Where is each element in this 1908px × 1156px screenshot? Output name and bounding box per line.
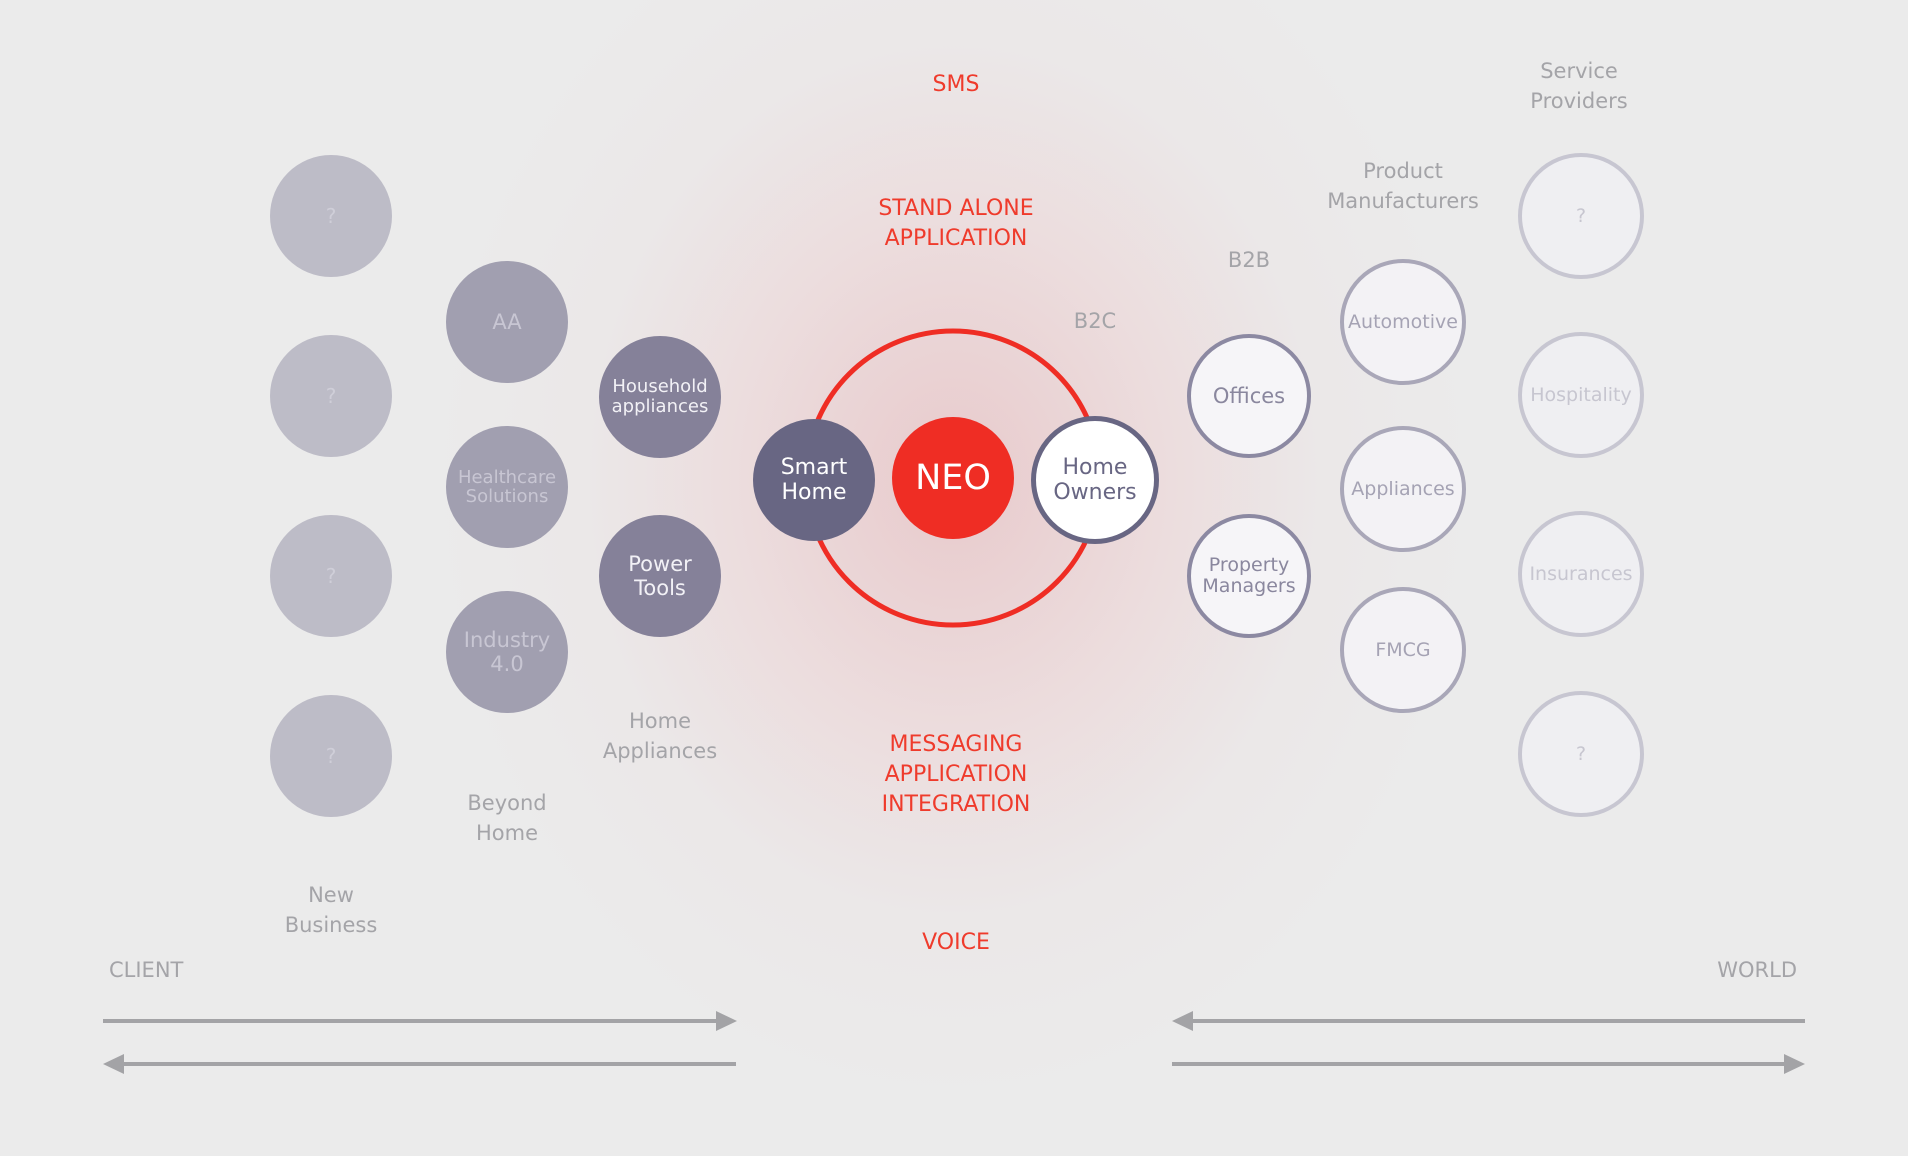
node-insurances: Insurances (1518, 511, 1644, 637)
flow-label-world: WORLD (1717, 958, 1797, 982)
column-label-home-appliances: Home Appliances (602, 709, 718, 763)
segment-label-b2c: B2C (1073, 309, 1117, 333)
world-arrow-right-head (1784, 1054, 1805, 1074)
node-healthcare-solutions: Healthcare Solutions (446, 426, 568, 548)
node-fmcg: FMCG (1340, 587, 1466, 713)
column-label-service-providers: Service Providers (1530, 59, 1628, 113)
node-unknown-service-provider-2: ? (1518, 691, 1644, 817)
node-industry-4-0: Industry 4.0 (446, 591, 568, 713)
node-offices: Offices (1187, 334, 1311, 458)
neo-core-node: NEO (892, 417, 1014, 539)
flow-label-client: CLIENT (109, 958, 184, 982)
column-label-beyond-home: Beyond Home (467, 791, 547, 845)
node-aa: AA (446, 261, 568, 383)
node-automotive: Automotive (1340, 259, 1466, 385)
node-appliances: Appliances (1340, 426, 1466, 552)
node-household-appliances: Household appliances (599, 336, 721, 458)
node-smart-home: Smart Home (753, 419, 875, 541)
channel-sms: SMS (932, 72, 980, 97)
node-property-managers: Property Managers (1187, 514, 1311, 638)
node-hospitality: Hospitality (1518, 332, 1644, 458)
channel-messaging-integration: MESSAGING APPLICATION INTEGRATION (881, 732, 1031, 817)
channel-standalone-app: STAND ALONE APPLICATION (878, 196, 1034, 251)
node-unknown-new-business-3: ? (270, 515, 392, 637)
node-unknown-service-provider-1: ? (1518, 153, 1644, 279)
node-unknown-new-business-4: ? (270, 695, 392, 817)
node-home-owners: Home Owners (1031, 416, 1159, 544)
node-unknown-new-business-1: ? (270, 155, 392, 277)
node-power-tools: Power Tools (599, 515, 721, 637)
world-arrow-left-head (1172, 1011, 1193, 1031)
column-label-new-business: New Business (284, 883, 378, 937)
column-label-product-manufacturers: Product Manufacturers (1327, 159, 1479, 213)
segment-label-b2b: B2B (1227, 248, 1271, 272)
node-unknown-new-business-2: ? (270, 335, 392, 457)
channel-voice: VOICE (922, 930, 990, 955)
client-arrow-right-head (716, 1011, 737, 1031)
client-arrow-left-head (103, 1054, 124, 1074)
